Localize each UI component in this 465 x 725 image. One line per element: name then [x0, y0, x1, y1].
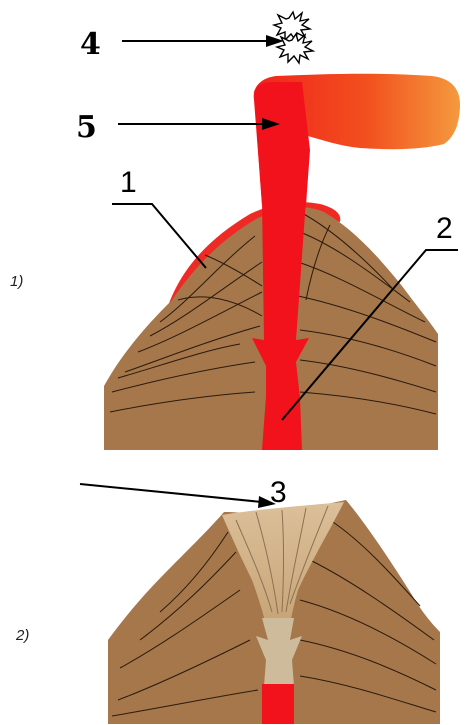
- leader-1: [112, 204, 206, 268]
- stage-1-label: 1): [10, 273, 23, 290]
- label-4: 4: [80, 27, 101, 62]
- label-1: 1: [120, 166, 137, 199]
- label-5: 5: [76, 110, 97, 145]
- stage-2-label: 2): [15, 627, 29, 644]
- residual-magma: [262, 684, 294, 724]
- label-3: 3: [270, 476, 287, 509]
- ash-burst-icon: [274, 12, 313, 63]
- eruption-column: [254, 82, 310, 205]
- stage-1-volcano: [104, 74, 460, 450]
- arrow-3: [80, 484, 262, 502]
- stage-2-volcano: [108, 500, 440, 724]
- label-2: 2: [436, 212, 453, 245]
